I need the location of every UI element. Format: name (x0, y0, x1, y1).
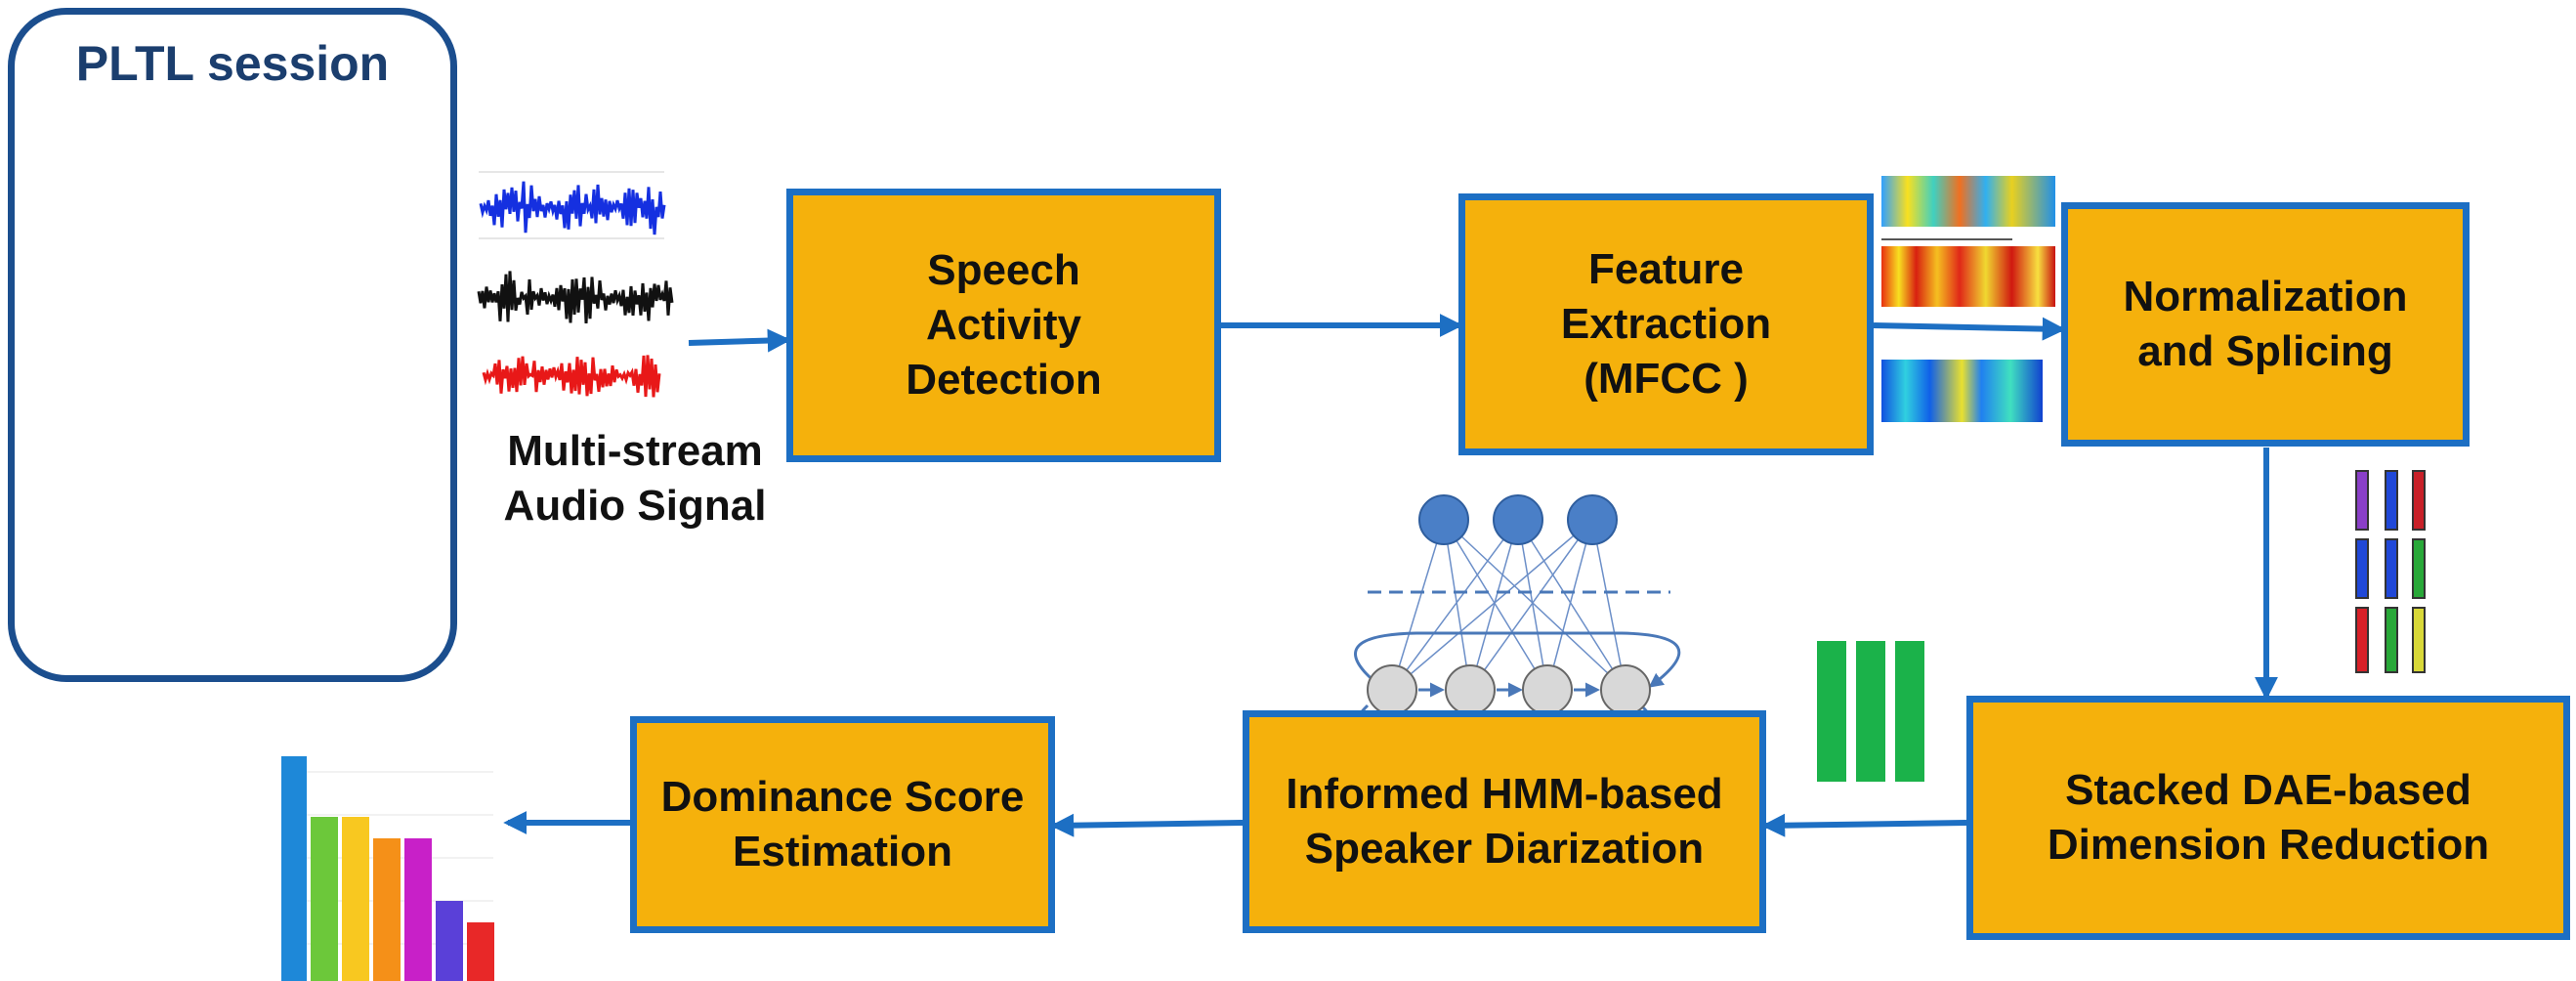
normalization-splicing-box: Normalization and Splicing (2061, 202, 2470, 447)
bar-chart-icon (281, 756, 494, 981)
feature-extraction-box: Feature Extraction (MFCC ) (1458, 193, 1874, 455)
waveform-icon (477, 171, 674, 398)
neural-network-icon (1325, 494, 1696, 741)
spectrogram-icon (1881, 176, 2055, 422)
session-title: PLTL session (75, 36, 390, 91)
audio-signal-label: Multi-stream Audio Signal (503, 427, 767, 530)
dae-dimension-reduction-box: Stacked DAE-based Dimension Reduction (1966, 696, 2570, 940)
session-panel (8, 8, 457, 682)
dominance-score-estimation-box: Dominance Score Estimation (630, 716, 1055, 933)
hmm-speaker-diarization-box: Informed HMM-based Speaker Diarization (1243, 710, 1766, 933)
flow-arrows (503, 314, 2278, 837)
feature-vector-icon (1817, 470, 2426, 782)
speech-activity-detection-box: Speech Activity Detection (786, 189, 1221, 462)
